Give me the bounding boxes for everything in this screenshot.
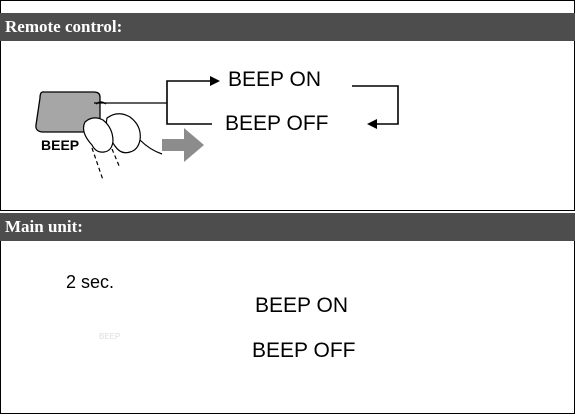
remote-button-label: BEEP	[41, 137, 79, 153]
remote-option-beep-off: BEEP OFF	[225, 112, 329, 135]
remote-control-header: Remote control:	[0, 13, 575, 41]
remote-return-bracket	[352, 85, 399, 125]
remote-toggle-bracket	[166, 80, 212, 125]
remote-arrow-to-off	[367, 119, 377, 129]
main-button-label: BEEP	[99, 332, 121, 341]
remote-press-arrow-icon	[162, 128, 204, 162]
remote-arrow-to-on	[210, 76, 220, 86]
main-hold-duration: 2 sec.	[66, 272, 115, 292]
main-unit-header: Main unit:	[0, 213, 575, 241]
remote-option-beep-on: BEEP ON	[228, 68, 321, 91]
remote-finger-icon	[82, 101, 163, 181]
main-option-beep-off: BEEP OFF	[252, 339, 356, 362]
main-option-beep-on: BEEP ON	[255, 294, 348, 317]
